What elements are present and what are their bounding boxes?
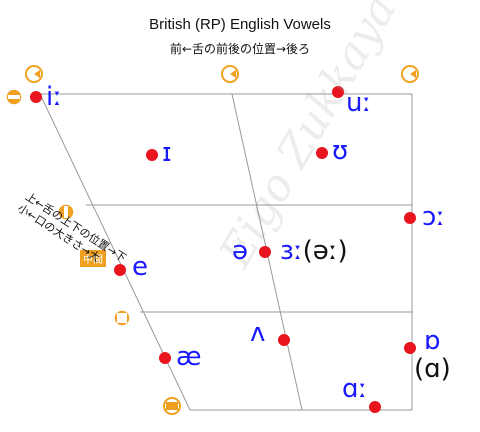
vowel-label-u-long: uː (346, 88, 372, 118)
vowel-label-open-o-short: ɒ (424, 326, 441, 356)
central-marker-icon (221, 65, 239, 83)
point-wedge (278, 334, 290, 346)
nurse-symbol: ɜː (280, 236, 303, 266)
point-open-o-long (404, 212, 416, 224)
vowel-label-schwa: ə (232, 236, 248, 266)
point-u-long (332, 86, 344, 98)
point-schwa (259, 246, 271, 258)
point-short-u (316, 147, 328, 159)
back-marker-icon (401, 65, 419, 83)
nurse-variant: (əː) (302, 236, 348, 266)
vowel-label-i-long: iː (46, 82, 62, 112)
vowel-points (30, 86, 416, 413)
central-badge: 中間 (80, 250, 106, 267)
open-marker-icon (163, 397, 181, 415)
point-open-o-short (404, 342, 416, 354)
vowel-label-ae: æ (176, 342, 202, 372)
point-short-i (146, 149, 158, 161)
point-ae (159, 352, 171, 364)
chart-title: British (RP) English Vowels (149, 16, 331, 33)
vowel-label-short-u: ʊ (332, 136, 349, 166)
close-mid-marker-icon (57, 203, 75, 221)
vowel-label-wedge: ʌ (250, 318, 266, 348)
vowel-label-open-o-long: ɔː (422, 202, 446, 232)
vowel-label-e: e (132, 252, 148, 282)
tongue-markers (5, 65, 419, 415)
point-a-long (369, 401, 381, 413)
vowel-label-a-long: ɑː (342, 374, 368, 404)
vowel-label-nurse: ɜː(əː) (280, 238, 348, 264)
chart-subtitle: 前←舌の前後の位置→後ろ (169, 42, 311, 56)
open-mid-marker-icon (113, 309, 131, 327)
vowel-label-open-o-variant: (ɑ) (414, 354, 451, 384)
point-i-long (30, 91, 42, 103)
vowel-label-short-i: ɪ (162, 138, 172, 168)
unrounded-marker-icon (5, 88, 23, 106)
front-marker-icon (25, 65, 43, 83)
point-e (114, 264, 126, 276)
